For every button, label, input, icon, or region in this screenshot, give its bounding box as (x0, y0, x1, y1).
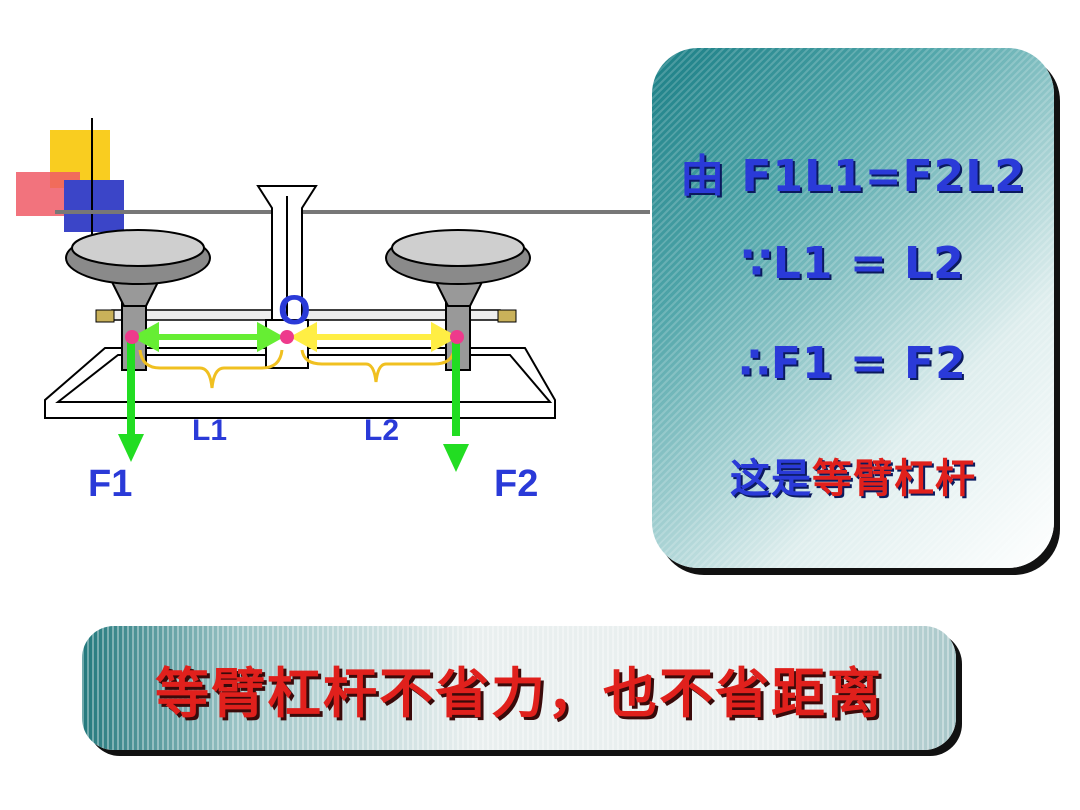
force-left-label: F1 (88, 463, 132, 505)
adjust-knobs (95, 309, 517, 323)
arm-arrow-right (289, 321, 459, 353)
force-arrow-right (443, 340, 469, 472)
pivot-dot (280, 330, 294, 344)
arm-right-label: L2 (364, 414, 399, 447)
formula-prefix: 由 (680, 151, 726, 202)
brace-right (300, 349, 456, 383)
formula-line-4: 这是等臂杠杆 (652, 446, 1054, 504)
arm-left-label: L1 (192, 414, 227, 447)
brace-left (138, 349, 284, 389)
decorative-squares (16, 118, 124, 240)
formula-equation: F1L1=F2L2 (741, 151, 1026, 202)
force-arrow-left (118, 340, 144, 462)
point-left-dot (125, 330, 139, 344)
conclusion-banner: 等臂杠杆不省力，也不省距离 (82, 626, 956, 750)
banner-text: 等臂杠杆不省力，也不省距离 (155, 661, 883, 725)
formula-line-3: ∴F1 = F2 (739, 338, 967, 389)
force-right-label: F2 (494, 463, 538, 505)
arm-arrow-left (131, 321, 285, 353)
point-right-dot (450, 330, 464, 344)
balance-diagram: O L1 L2 F1 F2 (16, 118, 650, 505)
formula-line-2: ∵L1 = L2 (741, 238, 965, 289)
pivot-label: O (278, 286, 311, 333)
formula-panel: 由 F1L1=F2L2 ∵L1 = L2 ∴F1 = F2 这是等臂杠杆 (652, 48, 1054, 568)
conclusion-prefix: 这是 (730, 456, 812, 502)
conclusion-term: 等臂杠杆 (812, 456, 976, 502)
formula-line-1: 由 F1L1=F2L2 (652, 140, 1054, 204)
